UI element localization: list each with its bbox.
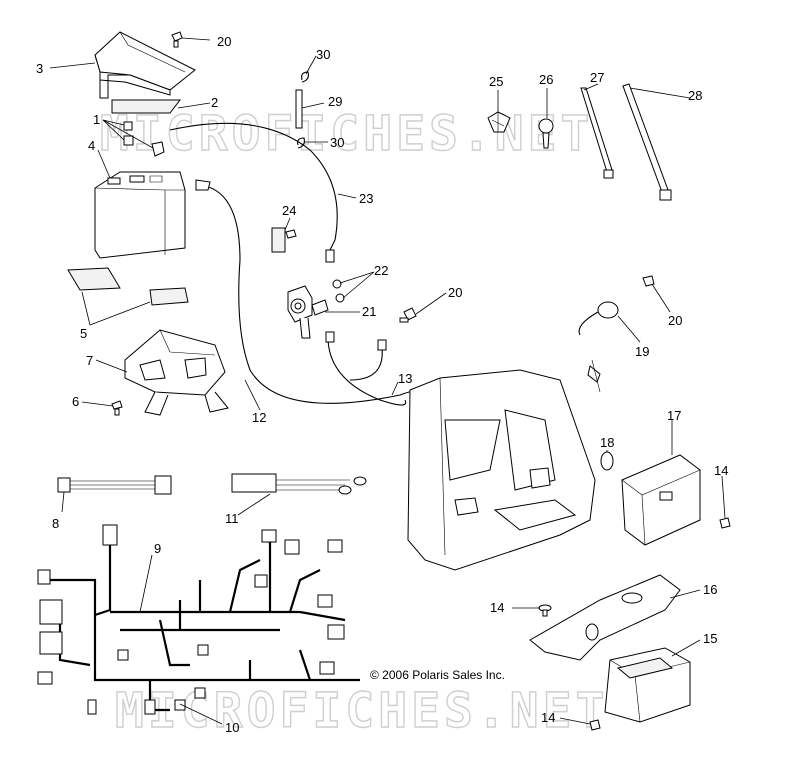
clip-25	[487, 111, 511, 133]
cable-23-terminal	[325, 249, 335, 263]
screw-20-top	[171, 31, 183, 48]
callout-30-top: 30	[316, 47, 330, 62]
mounting-panel	[407, 369, 596, 571]
nuts-22	[332, 279, 345, 303]
screw-6	[111, 400, 123, 416]
callout-20-right: 20	[668, 313, 682, 328]
sensor-19	[578, 301, 619, 393]
callout-9: 9	[154, 541, 161, 556]
callout-5: 5	[80, 326, 87, 341]
clip-26	[538, 118, 554, 149]
callout-12: 12	[252, 410, 266, 425]
cable-13	[327, 339, 407, 406]
callout-2: 2	[211, 95, 218, 110]
callout-16: 16	[703, 582, 717, 597]
callout-10: 10	[225, 720, 239, 735]
screw-20-right	[642, 275, 655, 287]
callout-28: 28	[688, 88, 702, 103]
callout-20-top: 20	[217, 34, 231, 49]
screw-14-middle	[538, 604, 552, 617]
leader-lines	[49, 37, 726, 725]
callout-18: 18	[600, 435, 614, 450]
callout-14-right: 14	[714, 463, 728, 478]
cable-tie-27	[580, 87, 614, 179]
battery-box-bracket-7	[124, 329, 229, 416]
callout-7: 7	[86, 353, 93, 368]
watermark-upper: MICROFICHES.NET	[100, 106, 593, 162]
watermark-lower: MICROFICHES.NET	[115, 683, 608, 739]
callout-30-bottom: 30	[330, 135, 344, 150]
callout-13: 13	[398, 371, 412, 386]
ecu-17	[621, 454, 701, 546]
ground-strap-11	[231, 473, 367, 495]
terminal-bolts-1	[123, 121, 165, 157]
callout-26: 26	[539, 72, 553, 87]
callout-11: 11	[225, 511, 239, 526]
washer-18	[600, 451, 614, 471]
callout-20-middle: 20	[448, 285, 462, 300]
battery-holddown-bracket	[94, 31, 196, 99]
callout-19: 19	[635, 344, 649, 359]
decal-2	[111, 99, 182, 114]
callout-4: 4	[88, 138, 95, 153]
screw-14-bottom	[589, 719, 601, 731]
harness-connector-8	[57, 475, 172, 495]
callout-1: 1	[93, 112, 100, 127]
callout-22: 22	[374, 263, 388, 278]
callout-24: 24	[282, 203, 296, 218]
callout-3: 3	[36, 61, 43, 76]
bracket-16	[529, 574, 681, 661]
callout-labels: 20 3 2 1 4 30 29 30 23 25 26 27 28 24 22…	[36, 34, 728, 735]
screw-14-right	[719, 517, 731, 529]
callout-17: 17	[667, 408, 681, 423]
callout-15: 15	[703, 631, 717, 646]
callout-23: 23	[359, 191, 373, 206]
callout-21: 21	[362, 304, 376, 319]
callout-27: 27	[590, 70, 604, 85]
callout-8: 8	[52, 516, 59, 531]
cable-tie-28	[622, 83, 672, 201]
solenoid-21	[287, 285, 329, 339]
cable-13b	[349, 347, 383, 381]
cable-12	[199, 184, 428, 411]
screw-20-middle	[399, 307, 417, 323]
callout-14-middle: 14	[490, 600, 504, 615]
callout-14-bottom: 14	[541, 710, 555, 725]
battery-4	[94, 171, 186, 259]
screw-24	[271, 227, 297, 253]
module-15	[604, 647, 691, 723]
cable-12-ring-terminal	[195, 179, 211, 191]
cable-23	[169, 122, 338, 251]
main-harness-9	[37, 524, 360, 715]
callout-6: 6	[72, 394, 79, 409]
callout-25: 25	[489, 74, 503, 89]
decal-5b	[149, 287, 189, 306]
callout-29: 29	[328, 94, 342, 109]
copyright-notice: © 2006 Polaris Sales Inc.	[370, 668, 505, 682]
decal-5a	[67, 267, 121, 291]
